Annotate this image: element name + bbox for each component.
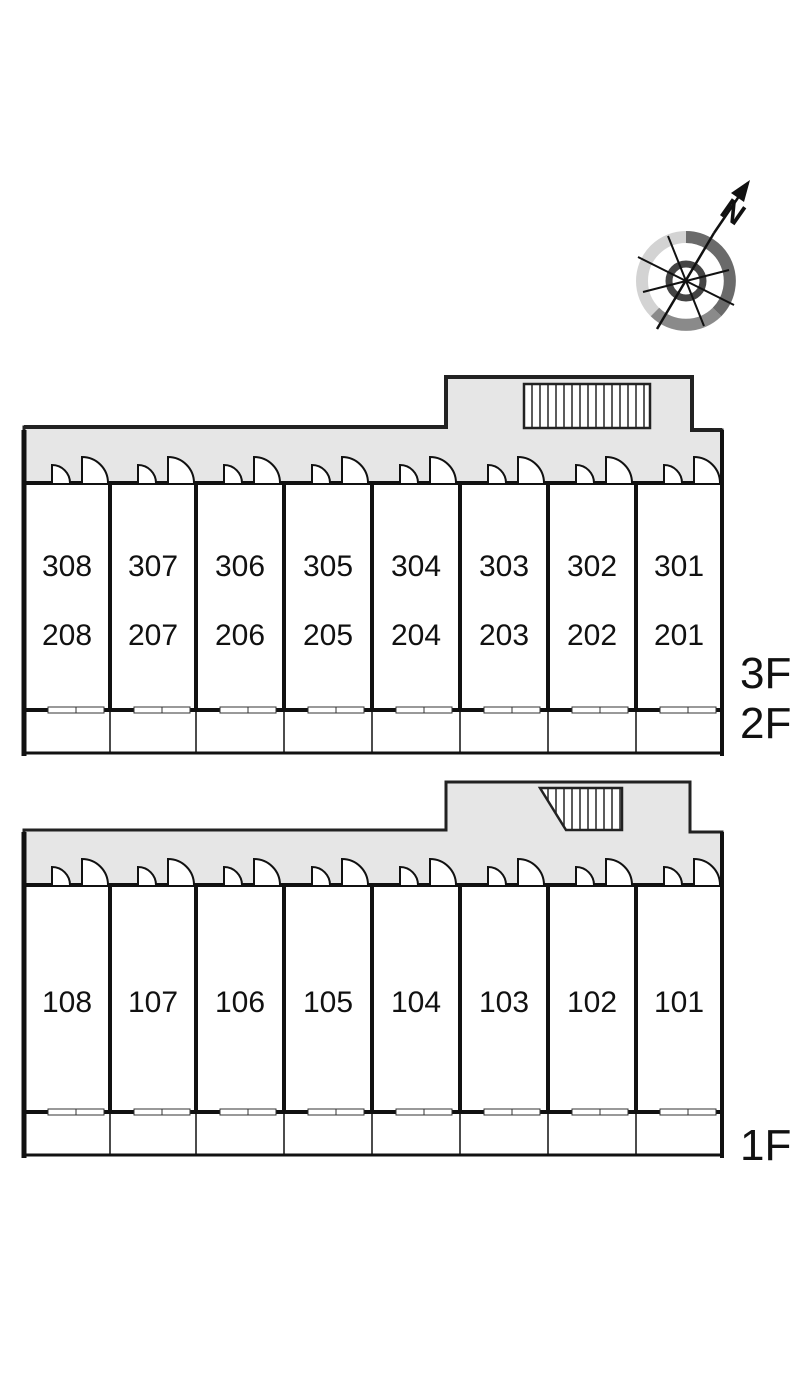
door-swing-icon xyxy=(517,857,545,886)
lower-stairs xyxy=(537,786,624,832)
door-swing-icon xyxy=(487,865,507,886)
door-swing-icon xyxy=(429,455,457,484)
door-swing-icon xyxy=(341,857,369,886)
lower-block xyxy=(21,780,724,1158)
door-swing-icon xyxy=(223,463,243,484)
unit-label: 207 xyxy=(128,619,178,652)
door-swing-icon xyxy=(517,455,545,484)
unit-label: 304 xyxy=(391,550,441,583)
unit-label: 105 xyxy=(303,986,353,1019)
door-swing-icon xyxy=(51,865,71,886)
door-swing-icon xyxy=(137,865,157,886)
unit-label: 208 xyxy=(42,619,92,652)
unit-label: 206 xyxy=(215,619,265,652)
door-swing-icon xyxy=(399,865,419,886)
unit-label: 306 xyxy=(215,550,265,583)
upper-stairs xyxy=(522,382,652,430)
unit-label: 103 xyxy=(479,986,529,1019)
door-swing-icon xyxy=(605,455,633,484)
door-swing-icon xyxy=(253,857,281,886)
unit-label: 307 xyxy=(128,550,178,583)
door-swing-icon xyxy=(575,865,595,886)
door-swing-icon xyxy=(51,463,71,484)
unit-label: 203 xyxy=(479,619,529,652)
door-swing-icon xyxy=(429,857,457,886)
door-swing-icon xyxy=(253,455,281,484)
upper-block xyxy=(21,375,724,756)
door-swing-icon xyxy=(311,865,331,886)
door-swing-icon xyxy=(575,463,595,484)
unit-label: 302 xyxy=(567,550,617,583)
door-swing-icon xyxy=(223,865,243,886)
door-swing-icon xyxy=(167,455,195,484)
unit-label: 104 xyxy=(391,986,441,1019)
door-swing-icon xyxy=(311,463,331,484)
door-swing-icon xyxy=(81,857,109,886)
floor-label-3f: 3F xyxy=(740,649,791,698)
lower-unit-labels: 108 107 106 105 104 103 102 101 xyxy=(42,986,704,1019)
compass-north-arrow-icon: N xyxy=(636,180,751,331)
floor-label-1f: 1F xyxy=(740,1121,791,1170)
unit-label: 205 xyxy=(303,619,353,652)
upper-unit-labels-bottom: 208 207 206 205 204 203 202 201 xyxy=(42,619,704,652)
unit-label: 201 xyxy=(654,619,704,652)
unit-label: 204 xyxy=(391,619,441,652)
unit-label: 102 xyxy=(567,986,617,1019)
door-swing-icon xyxy=(663,865,683,886)
door-swing-icon xyxy=(341,455,369,484)
door-swing-icon xyxy=(81,455,109,484)
unit-label: 106 xyxy=(215,986,265,1019)
unit-label: 308 xyxy=(42,550,92,583)
floor-label-2f: 2F xyxy=(740,699,791,748)
door-swing-icon xyxy=(605,857,633,886)
unit-label: 301 xyxy=(654,550,704,583)
unit-label: 107 xyxy=(128,986,178,1019)
unit-label: 108 xyxy=(42,986,92,1019)
door-swing-icon xyxy=(693,857,721,886)
unit-label: 305 xyxy=(303,550,353,583)
door-swing-icon xyxy=(663,463,683,484)
unit-label: 303 xyxy=(479,550,529,583)
door-swing-icon xyxy=(487,463,507,484)
door-swing-icon xyxy=(167,857,195,886)
upper-unit-labels-top: 308 307 306 305 304 303 302 301 xyxy=(42,550,704,583)
door-swing-icon xyxy=(693,455,721,484)
unit-label: 202 xyxy=(567,619,617,652)
door-swing-icon xyxy=(137,463,157,484)
unit-label: 101 xyxy=(654,986,704,1019)
door-swing-icon xyxy=(399,463,419,484)
